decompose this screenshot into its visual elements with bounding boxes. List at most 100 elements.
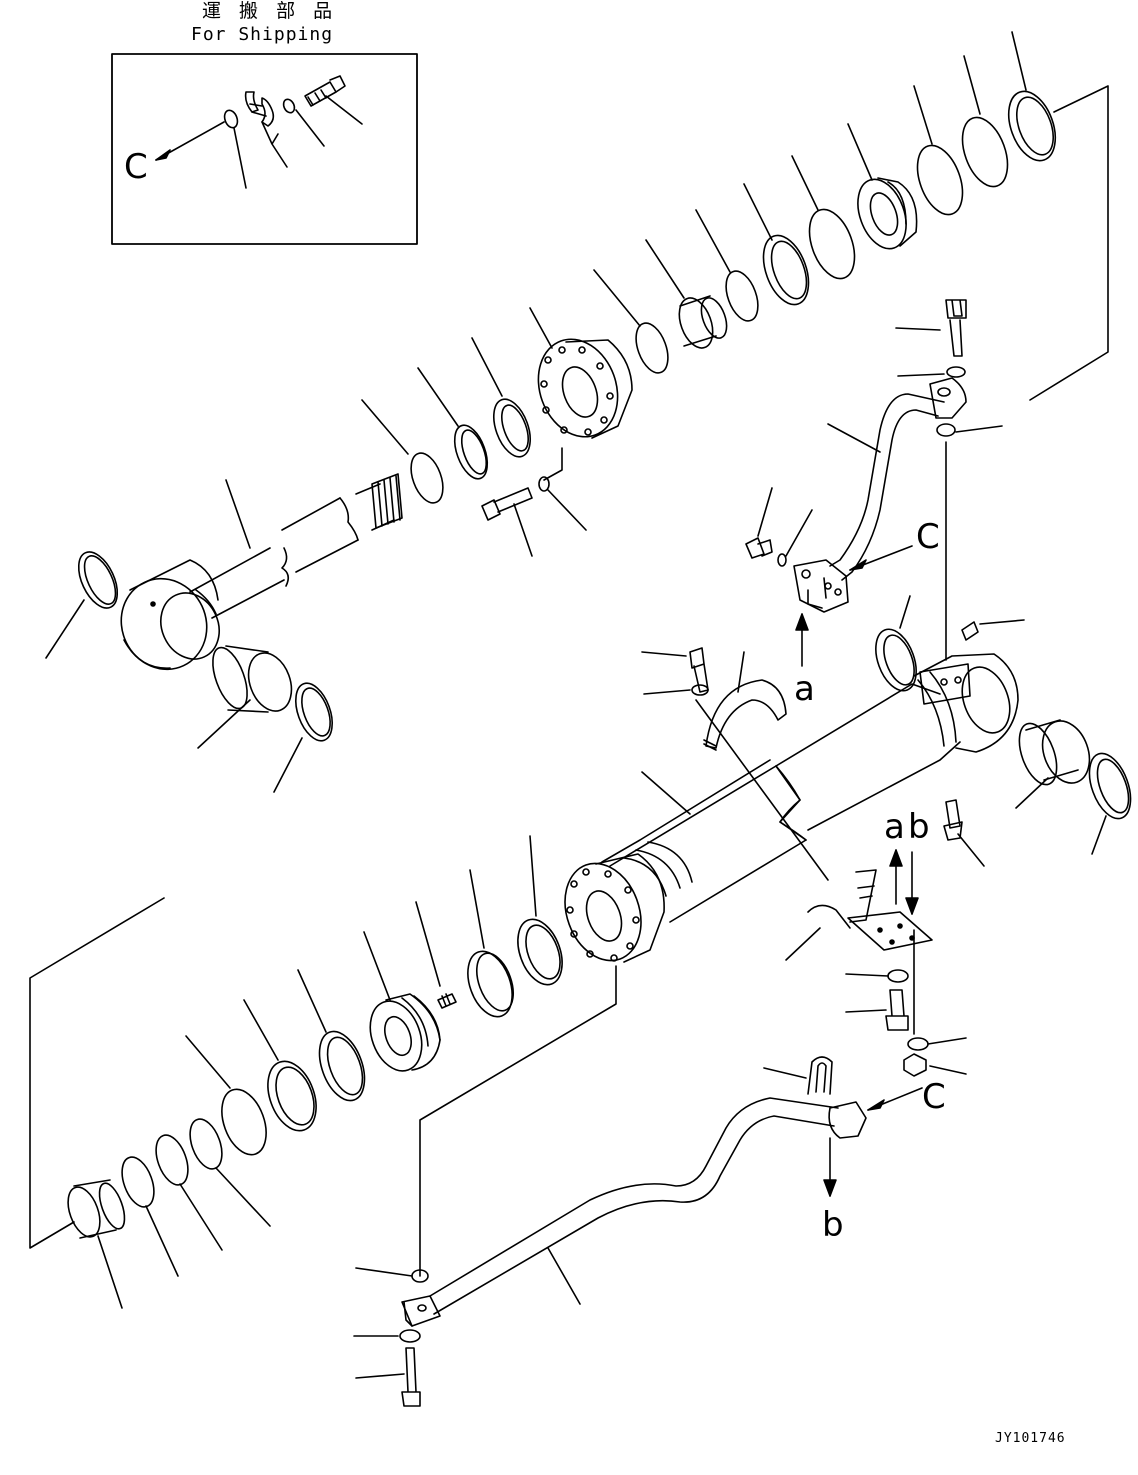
piston-seal-large xyxy=(517,918,563,986)
leader xyxy=(897,373,945,377)
cushion-piston xyxy=(857,177,918,250)
leader xyxy=(469,869,485,949)
head-bushing xyxy=(678,295,728,349)
leader xyxy=(543,447,563,481)
leader xyxy=(979,619,1025,625)
shipping-title-jp: 運 搬 部 品 xyxy=(202,0,339,22)
inset-leader xyxy=(295,109,325,147)
dust-seal xyxy=(294,682,334,742)
head-bolt xyxy=(481,487,533,521)
assembly-guide-upper xyxy=(1029,85,1109,401)
piston-ring-b xyxy=(961,116,1009,188)
leader xyxy=(695,209,731,273)
callout-b-bracket: b xyxy=(908,807,930,847)
piston-o-ring xyxy=(189,1118,223,1170)
callout-a-upper: a xyxy=(794,669,815,709)
lower-pipe xyxy=(353,1056,923,1407)
callout-a-bracket: a xyxy=(884,807,905,847)
leader xyxy=(97,1235,123,1309)
piston-ring-lower-a xyxy=(318,1030,366,1102)
pipe-clamp xyxy=(641,647,829,881)
leader xyxy=(785,509,813,557)
leader xyxy=(827,423,881,453)
leader xyxy=(145,1205,179,1277)
leader xyxy=(743,183,773,241)
rod-bushing xyxy=(212,645,293,713)
piston-rod xyxy=(189,547,285,619)
inset-clamp xyxy=(244,91,275,127)
leader xyxy=(45,599,85,659)
piston-ring-c xyxy=(1007,90,1057,162)
leader xyxy=(1015,777,1049,809)
rod-packing xyxy=(492,398,532,458)
cylinder-head xyxy=(537,338,633,439)
leader xyxy=(899,595,911,629)
leader xyxy=(273,737,303,793)
leader xyxy=(927,1037,967,1045)
leader xyxy=(529,835,537,917)
mount-bracket xyxy=(785,849,967,1077)
leader xyxy=(355,1373,405,1379)
leader xyxy=(417,367,459,427)
leader xyxy=(1011,31,1027,91)
callout-b-lower: b xyxy=(822,1205,844,1245)
assembly-guide-lower xyxy=(29,897,165,1249)
piston-backup xyxy=(155,1134,189,1186)
inset-ring xyxy=(223,109,239,129)
callout-c-lower: C xyxy=(922,1077,946,1117)
rod-eye-seal xyxy=(77,551,119,609)
inset-leader xyxy=(233,127,247,189)
leader xyxy=(845,1009,887,1013)
leader xyxy=(185,1035,231,1089)
set-screw xyxy=(437,993,457,1009)
leader xyxy=(215,1167,271,1227)
rod-assembly xyxy=(45,31,1057,793)
shipping-title-en: For Shipping xyxy=(191,24,334,45)
leader xyxy=(643,689,691,695)
leader xyxy=(547,1247,581,1305)
leader xyxy=(645,239,685,299)
leader xyxy=(913,85,933,145)
bottom-bushing xyxy=(1015,719,1091,809)
snap-ring xyxy=(410,452,444,504)
wear-ring-band xyxy=(467,950,515,1018)
leader xyxy=(513,503,533,557)
leader xyxy=(355,1267,413,1277)
piston-assembly xyxy=(67,835,563,1309)
leader xyxy=(963,55,981,115)
leader xyxy=(957,833,985,867)
leader xyxy=(955,425,1003,433)
callout-c-upper: C xyxy=(916,517,940,557)
leader xyxy=(593,269,641,327)
upper-pipe xyxy=(745,299,1003,667)
head-snap-ring xyxy=(725,270,759,322)
leader xyxy=(695,699,829,881)
backup-ring xyxy=(453,424,489,480)
inset-leader xyxy=(261,121,288,168)
inset-bolt xyxy=(304,75,346,107)
head-washer xyxy=(538,476,550,492)
leader xyxy=(225,479,251,549)
head-end-seal xyxy=(875,628,917,692)
piston-ring-a xyxy=(916,144,964,216)
head-o-ring xyxy=(808,208,856,280)
leader xyxy=(529,307,553,349)
leader xyxy=(929,1065,967,1075)
leader xyxy=(895,327,941,331)
piston-ring-lower-c xyxy=(221,1088,267,1156)
leader xyxy=(1091,815,1107,855)
leader xyxy=(845,973,889,977)
cylinder-tube xyxy=(564,619,1025,963)
drawing-code: JY101746 xyxy=(995,1431,1066,1446)
piston-nut-bushing xyxy=(67,1179,126,1239)
leader xyxy=(847,123,873,181)
leader xyxy=(179,1183,223,1251)
leader xyxy=(243,999,279,1061)
head-seal-ring xyxy=(762,234,810,306)
bottom-dust-seal xyxy=(1088,752,1132,820)
shipping-inset xyxy=(111,53,418,245)
leader xyxy=(641,771,691,815)
inset-washer xyxy=(282,98,296,114)
assembly-guide-mid xyxy=(419,965,617,1277)
